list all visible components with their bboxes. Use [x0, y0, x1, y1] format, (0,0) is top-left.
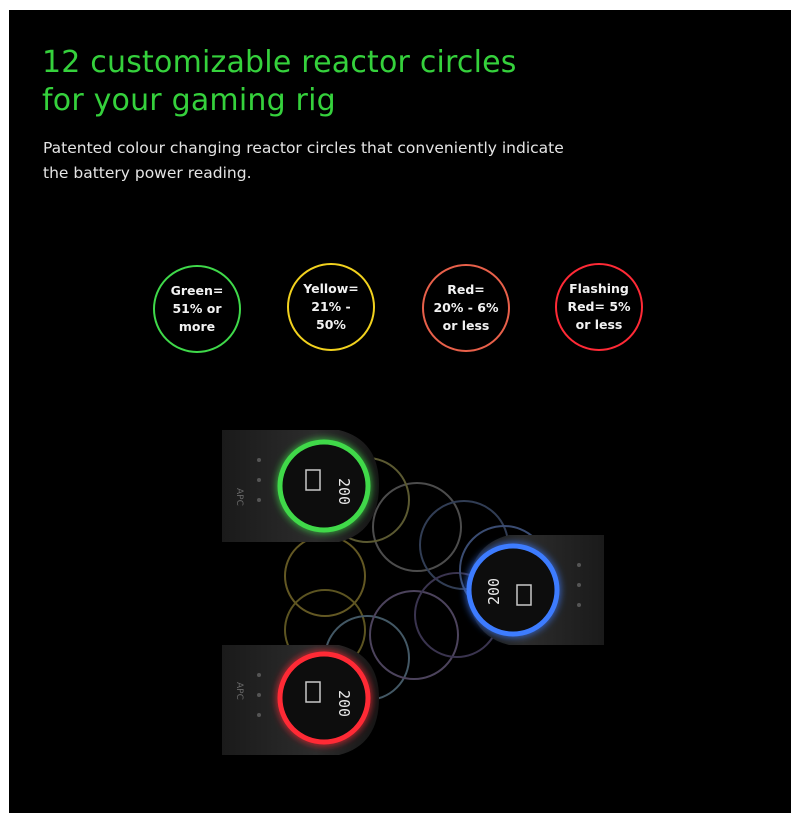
headline-line-2: for your gaming rig — [42, 83, 336, 118]
ups-device-illustration: APC 200 200 APC 200 — [222, 430, 604, 755]
reactor-ring-red — [277, 651, 371, 745]
legend-label-green: Green= 51% or more — [170, 283, 224, 334]
display-value-right: 200 — [485, 578, 503, 605]
legend-circle-yellow: Yellow= 21% - 50% — [287, 263, 375, 351]
subtitle-line-1: Patented colour changing reactor circles… — [43, 139, 564, 157]
legend-label-red: Red= 20% - 6% or less — [433, 282, 499, 333]
reactor-ring-green — [277, 439, 371, 533]
headline-line-1: 12 customizable reactor circles — [42, 45, 517, 80]
legend-circle-red: Red= 20% - 6% or less — [422, 264, 510, 352]
brand-logo-bottom: APC — [234, 682, 244, 700]
product-panel: 12 customizable reactor circles for your… — [9, 10, 791, 813]
subtitle-line-2: the battery power reading. — [43, 164, 252, 182]
legend-label-yellow: Yellow= 21% - 50% — [303, 281, 359, 332]
display-value-bottom: 200 — [335, 690, 353, 717]
display-value-top: 200 — [335, 478, 353, 505]
subtitle: Patented colour changing reactor circles… — [43, 136, 643, 186]
legend-circle-green: Green= 51% or more — [153, 265, 241, 353]
ups-unit-right: 200 — [466, 535, 604, 645]
ups-unit-bottom: APC 200 — [222, 645, 379, 755]
legend-circle-flashing-red: Flashing Red= 5% or less — [555, 263, 643, 351]
brand-logo-top: APC — [234, 488, 244, 506]
legend-label-flashing-red: Flashing Red= 5% or less — [567, 281, 631, 332]
reactor-ring-blue — [466, 543, 560, 637]
headline: 12 customizable reactor circles for your… — [42, 44, 517, 120]
ups-unit-top: APC 200 — [222, 430, 379, 542]
